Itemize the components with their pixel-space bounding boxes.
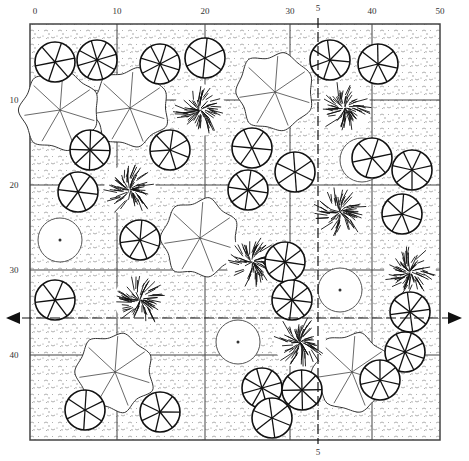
- large-tree: [236, 53, 312, 131]
- ground-texture: [30, 24, 440, 440]
- deciduous-tree: [232, 128, 272, 168]
- deciduous-tree: [272, 280, 312, 320]
- deciduous-tree: [310, 40, 350, 80]
- deciduous-tree: [252, 398, 292, 438]
- deciduous-tree: [382, 194, 422, 234]
- round-tree: [318, 268, 362, 312]
- deciduous-tree: [360, 360, 400, 400]
- deciduous-tree: [35, 42, 75, 82]
- deciduous-tree: [35, 280, 75, 320]
- grid-coordinate: 30: [285, 6, 296, 16]
- deciduous-tree: [228, 170, 268, 210]
- deciduous-tree: [358, 44, 398, 84]
- grid-coordinate: 20: [9, 180, 20, 190]
- conifer-shrub: [173, 84, 226, 136]
- section-mark: 5: [315, 447, 322, 457]
- deciduous-tree: [390, 292, 430, 332]
- deciduous-tree: [140, 392, 180, 432]
- deciduous-tree: [282, 370, 322, 410]
- large-tree: [160, 198, 237, 277]
- round-tree: [38, 218, 82, 262]
- conifer-shrub: [319, 82, 371, 134]
- grid-coordinate: 40: [367, 6, 378, 16]
- grid-coordinate: 30: [9, 265, 20, 275]
- grid-coordinate: 10: [9, 95, 20, 105]
- deciduous-tree: [275, 152, 315, 192]
- grid-coordinate: 50: [435, 6, 446, 16]
- section-line: [22, 18, 448, 444]
- deciduous-tree: [70, 130, 110, 170]
- deciduous-tree: [185, 38, 225, 78]
- grid-coordinate: 20: [200, 6, 211, 16]
- deciduous-tree: [77, 40, 117, 80]
- round-tree: [216, 320, 260, 364]
- conifer-shrub: [103, 164, 156, 216]
- conifer-shrub: [314, 186, 366, 238]
- grid: [30, 24, 440, 440]
- conifer-shrub: [384, 246, 436, 298]
- deciduous-tree: [150, 130, 190, 170]
- section-arrow: [6, 312, 462, 324]
- grid-coordinate: 10: [112, 6, 123, 16]
- deciduous-tree: [58, 172, 98, 212]
- deciduous-tree: [392, 150, 432, 190]
- deciduous-tree: [120, 220, 160, 260]
- deciduous-tree: [65, 390, 105, 430]
- grid-coordinate: 0: [32, 6, 39, 16]
- trees: [18, 38, 436, 438]
- grid-coordinate: 40: [9, 350, 20, 360]
- deciduous-tree: [352, 138, 392, 178]
- deciduous-tree: [140, 44, 180, 84]
- section-mark: 5: [315, 3, 322, 13]
- deciduous-tree: [265, 242, 305, 282]
